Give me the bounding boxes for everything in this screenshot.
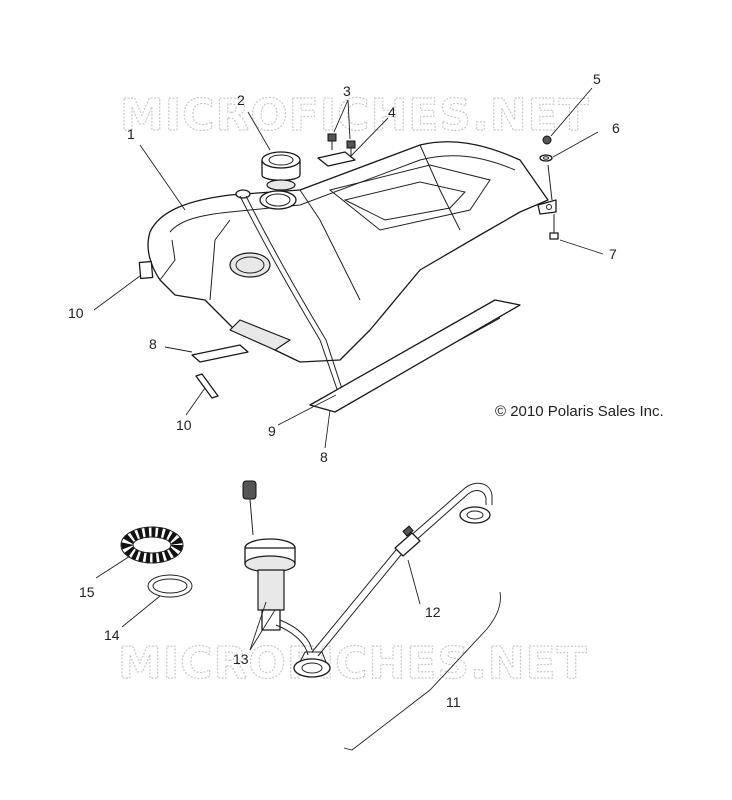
fuel-tank xyxy=(147,141,557,363)
fuel-pump xyxy=(242,480,313,656)
bolt xyxy=(549,214,559,240)
gasket-side xyxy=(138,260,154,280)
fuel-line xyxy=(293,482,493,678)
vent-hose xyxy=(239,195,344,393)
callout-12: 12 xyxy=(425,604,441,620)
callout-8-large-pad: 8 xyxy=(320,449,328,465)
callout-13: 13 xyxy=(233,651,249,667)
callout-7: 7 xyxy=(609,246,617,262)
assembly-bracket xyxy=(343,591,501,751)
seal xyxy=(147,574,193,598)
bracket xyxy=(317,151,356,167)
callout-10-side: 10 xyxy=(68,305,84,321)
lock-ring xyxy=(120,526,184,564)
callout-11: 11 xyxy=(446,694,461,710)
callout-6: 6 xyxy=(612,120,620,136)
callout-5: 5 xyxy=(593,71,601,87)
leader-lines xyxy=(93,87,604,651)
pad-small xyxy=(191,344,249,363)
pad-large xyxy=(309,299,521,413)
gasket-strip xyxy=(195,373,219,399)
callout-10-strip: 10 xyxy=(176,417,192,433)
callout-9: 9 xyxy=(268,423,276,439)
nut xyxy=(542,135,552,145)
callout-3: 3 xyxy=(343,83,351,99)
callout-4: 4 xyxy=(388,104,396,120)
callout-15: 15 xyxy=(79,584,95,600)
washer xyxy=(539,154,553,162)
fuel-cap xyxy=(261,151,301,191)
watermark-top: MICROFICHES.NET xyxy=(120,90,590,141)
callout-8-small-pad: 8 xyxy=(149,336,157,352)
callout-14: 14 xyxy=(104,627,120,643)
callout-2: 2 xyxy=(237,92,245,108)
callout-1: 1 xyxy=(127,126,135,142)
stud-line xyxy=(547,164,553,201)
watermark-bottom: MICROFICHES.NET xyxy=(118,638,588,689)
copyright-notice: © 2010 Polaris Sales Inc. xyxy=(495,403,664,420)
